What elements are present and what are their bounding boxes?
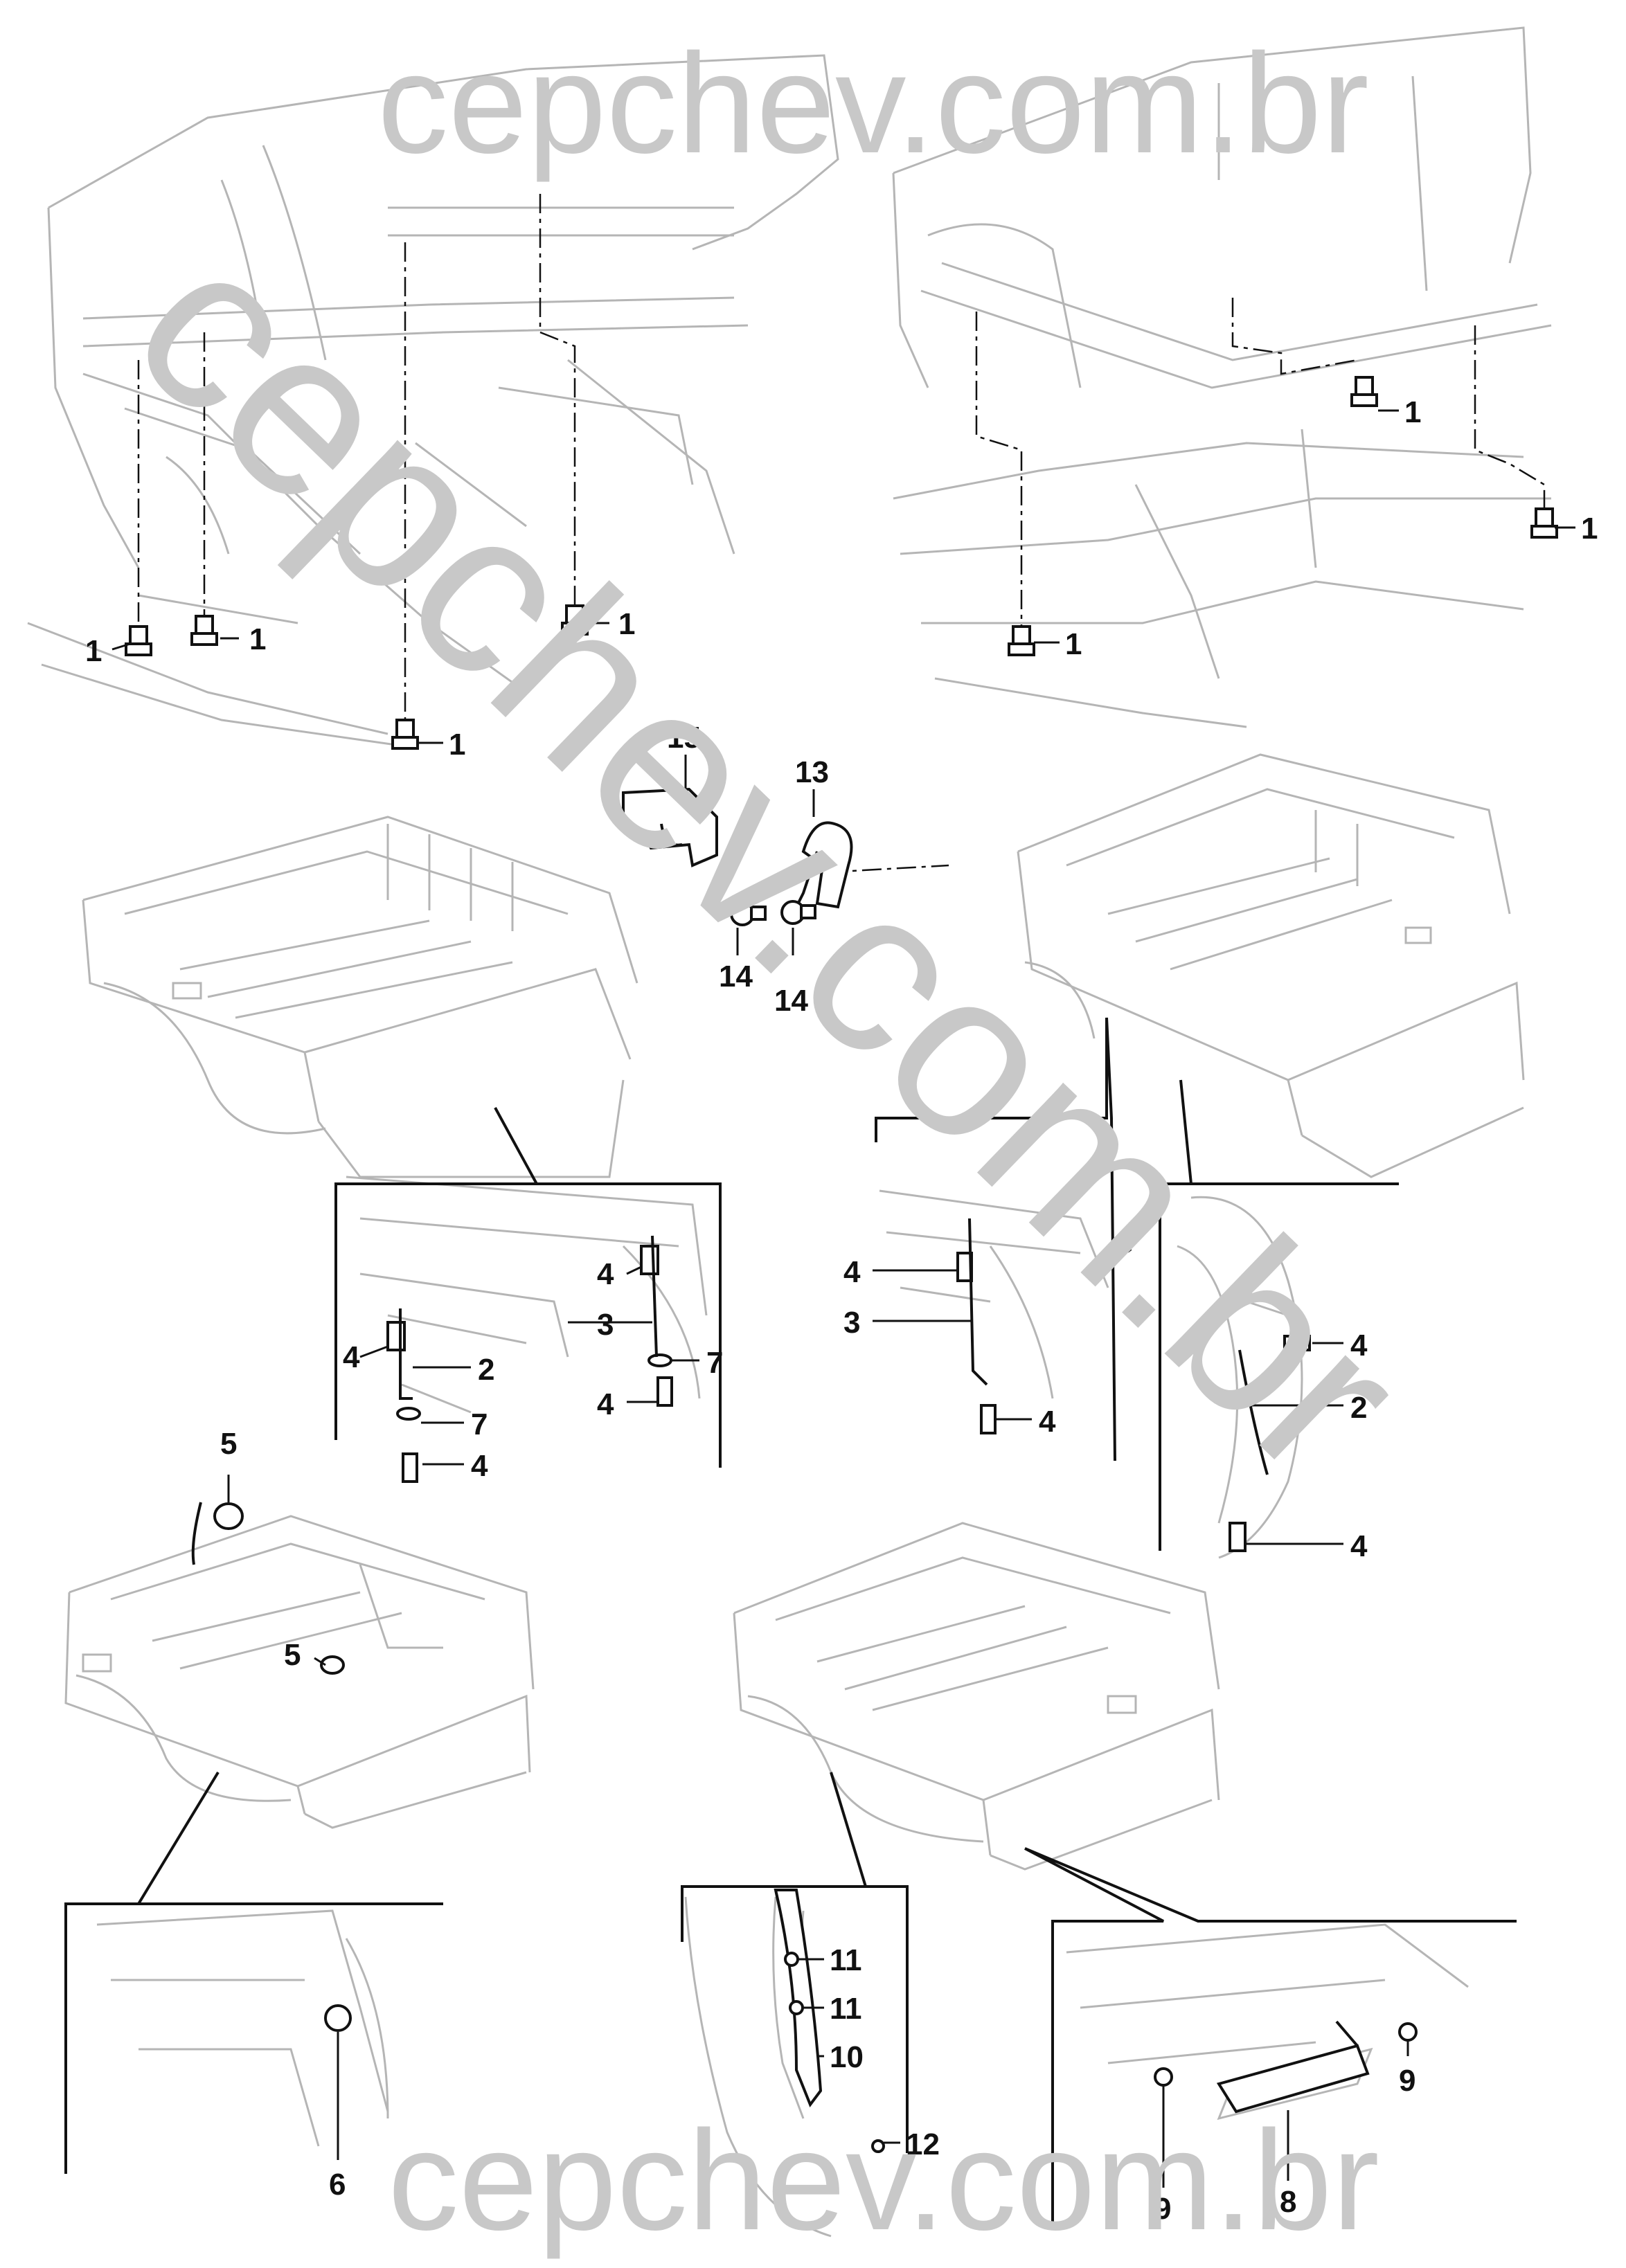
washer-icon (647, 1353, 672, 1367)
callout-1: 1 (1065, 627, 1082, 661)
callout-10: 10 (830, 2040, 864, 2074)
detail-strap-center (879, 1189, 1109, 1399)
bolt-icon (656, 1376, 673, 1407)
callout-3: 3 (597, 1308, 614, 1342)
bolt-icon (1350, 376, 1378, 407)
fasteners (125, 376, 1558, 2153)
alignment-lines (137, 194, 1546, 1268)
pickup-bed-bottom-left (64, 1515, 535, 1829)
bolt-icon (640, 1245, 659, 1275)
callout-5: 5 (220, 1427, 237, 1461)
callout-labels: 1 1 1 1 1 1 1 15 13 14 14 4 3 4 2 7 7 4 … (85, 395, 1598, 2226)
callout-9: 9 (1154, 2192, 1171, 2226)
watermark-top: cepchev.com.br (377, 24, 1369, 183)
callout-1: 1 (449, 728, 465, 762)
strap-2-icon (399, 1308, 413, 1400)
callout-1: 1 (1581, 512, 1598, 546)
bolt-icon (1530, 507, 1558, 539)
clamp-13-icon (795, 821, 853, 909)
callout-5: 5 (284, 1638, 301, 1672)
callout-4: 4 (1350, 1329, 1368, 1362)
callout-4: 4 (1350, 1529, 1368, 1563)
callout-8: 8 (1280, 2185, 1296, 2219)
plug-5-icon (320, 1655, 345, 1675)
detail-wheelhouse-right (1177, 1196, 1303, 1559)
callout-leaders (111, 409, 1575, 2188)
callout-1: 1 (85, 634, 102, 668)
bolt-icon (391, 719, 419, 750)
bolt-icon (561, 604, 589, 636)
callout-6: 6 (329, 2168, 346, 2202)
callout-2: 2 (478, 1353, 494, 1387)
callout-12: 12 (906, 2127, 940, 2161)
watermark: cepchev.com.br cepchev.com.br cepchev.co… (85, 24, 1451, 2260)
bolt-icon (1229, 1522, 1247, 1552)
bolt-icon (1008, 625, 1035, 656)
callout-15: 15 (667, 721, 701, 755)
detail-strap-left (346, 1176, 708, 1414)
callout-4: 4 (843, 1255, 861, 1289)
molding-10-icon (774, 1889, 823, 2108)
screw-icon (1154, 2067, 1173, 2087)
callout-11: 11 (830, 1992, 862, 2026)
bolt-icon (980, 1404, 997, 1434)
pickup-bed-middle-left (82, 816, 638, 1178)
bolt-icon (190, 615, 218, 646)
screw-icon (730, 901, 767, 926)
callout-4: 4 (343, 1340, 360, 1374)
callout-14: 14 (719, 960, 753, 993)
chassis-frame-right (892, 26, 1552, 728)
callout-2: 2 (1350, 1391, 1367, 1425)
detail-frames (64, 1017, 1517, 2222)
screw-icon (780, 900, 816, 925)
bracket-15-icon (622, 787, 718, 867)
strap-3-icon (968, 1218, 988, 1386)
strap-2-icon (1238, 1349, 1269, 1475)
step-8-icon (1216, 2020, 1370, 2114)
watermark-diagonal: cepchev.com.br (85, 193, 1451, 1525)
callout-4: 4 (597, 1387, 614, 1421)
clip-icon (789, 2000, 804, 2015)
bolt-icon (1283, 1335, 1311, 1351)
plug-6-icon (324, 2004, 352, 2032)
callout-1: 1 (1404, 395, 1421, 429)
callout-13: 13 (795, 755, 829, 789)
bolt-icon (402, 1452, 418, 1483)
callout-1: 1 (618, 607, 635, 641)
strap-3-icon (651, 1235, 658, 1358)
watermark-bottom: cepchev.com.br (388, 2101, 1379, 2260)
callout-4: 4 (471, 1449, 488, 1483)
clip-icon (871, 2139, 885, 2153)
callout-9: 9 (1399, 2064, 1415, 2098)
callout-3: 3 (843, 1306, 860, 1340)
clip-icon (784, 1952, 799, 1967)
screw-icon (1398, 2022, 1418, 2042)
callout-14: 14 (774, 984, 808, 1018)
callout-7: 7 (706, 1346, 723, 1380)
callout-1: 1 (249, 622, 266, 656)
callout-11: 11 (830, 1943, 862, 1977)
chassis-frame-left (27, 54, 839, 749)
callout-4: 4 (597, 1257, 614, 1291)
callout-7: 7 (471, 1407, 488, 1441)
washer-icon (396, 1407, 421, 1421)
plug-5-icon (191, 1502, 244, 1565)
illustration-linework (27, 26, 1552, 2238)
bolt-icon (386, 1321, 406, 1351)
callout-4: 4 (1039, 1405, 1056, 1439)
pickup-bed-middle-right (1017, 753, 1525, 1178)
bolt-icon (125, 625, 152, 656)
pickup-bed-bottom-middle (733, 1522, 1220, 1871)
